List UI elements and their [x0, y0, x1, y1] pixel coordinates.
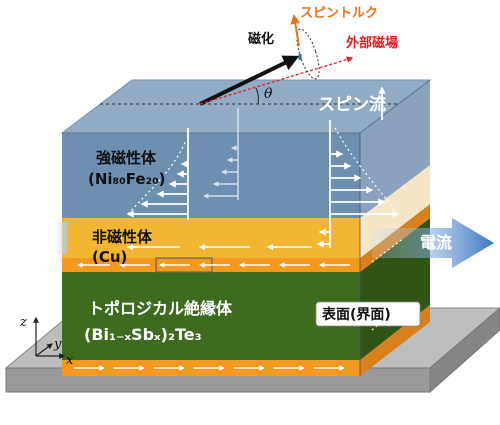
precession-ellipse	[296, 28, 320, 80]
ti-name: トポロジカル絶縁体	[88, 299, 233, 318]
ferromagnet-formula: (Ni₈₀Fe₂₀)	[88, 170, 166, 188]
external-field-arrow	[199, 56, 354, 105]
axis-x-label: x	[66, 353, 74, 368]
external-field-label: 外部磁場	[345, 35, 398, 51]
nonmagnet-formula: (Cu)	[92, 248, 127, 266]
spin-current-label: スピン流	[318, 94, 386, 115]
layer-stack	[60, 79, 432, 376]
current-arrow	[52, 218, 494, 268]
spin-torque-label: スピントルク	[300, 6, 378, 21]
spin-profile-mid	[202, 108, 239, 200]
nonmagnet-name: 非磁性体	[92, 228, 153, 246]
theta-arc	[255, 87, 259, 105]
axis-z-label: z	[19, 315, 27, 330]
cu-layer	[62, 218, 360, 258]
substrate-label: InP基板	[232, 397, 283, 413]
ti-layer	[62, 272, 360, 360]
nife-layer	[62, 133, 360, 218]
current-label: 電流	[420, 233, 452, 252]
ti-formula: (Bi₁₋ₓSbₓ)₂Te₃	[84, 325, 202, 344]
axis-y-label: y	[53, 337, 62, 352]
ferromagnet-name: 強磁性体	[96, 149, 157, 167]
surface-label: 表面(界面)	[321, 306, 391, 323]
spin-profile-left	[126, 128, 189, 220]
magnetization-arrow	[199, 55, 300, 106]
surface-label-box: 表面(界面)	[315, 301, 421, 327]
spin-profile-right	[316, 86, 400, 248]
axes-indicator	[33, 316, 66, 359]
spin-torque-arrow	[290, 14, 301, 47]
theta-label: θ	[264, 86, 273, 102]
magnetization-label: 磁化	[248, 31, 274, 47]
